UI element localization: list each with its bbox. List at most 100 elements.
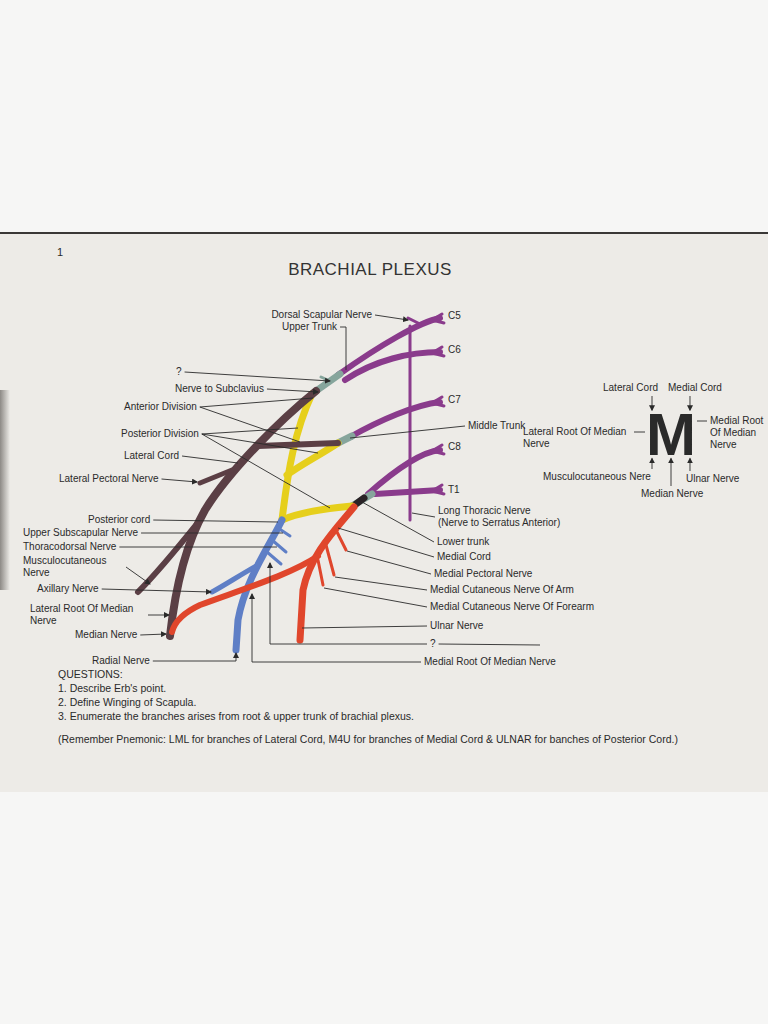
leader-line [200, 407, 300, 442]
mnemonic-label: Medial Cord [668, 382, 722, 394]
musculocutaneous-nerve [138, 520, 200, 592]
leader-line [200, 398, 313, 407]
question-mark: ? [430, 638, 436, 650]
leader-line [302, 626, 427, 628]
trunks [316, 374, 372, 506]
root-label: C8 [448, 441, 461, 453]
medial-root-median [172, 556, 318, 632]
leader-line [324, 588, 427, 607]
trunk-label: Upper Trunk [282, 321, 337, 333]
leader-line [267, 389, 318, 392]
nerve-label: Medial Root Of Median Nerve [424, 656, 556, 668]
nerve-label: Median Nerve [75, 629, 137, 641]
division-label: Anterior Division [124, 401, 197, 413]
leader-line [252, 594, 421, 662]
leader-line [126, 567, 150, 584]
question-text: 2. Define Winging of Scapula. [58, 696, 196, 708]
leader-line [340, 327, 346, 370]
mnemonic-arrow [634, 432, 645, 433]
leader-line [162, 479, 198, 482]
posterior-division-middle [287, 443, 338, 475]
medial-cord-group [172, 507, 354, 640]
leader-line [335, 577, 427, 590]
page-number: 1 [57, 246, 63, 258]
nerve-label: Radial Nerve [92, 655, 150, 667]
leader-line [202, 434, 318, 453]
leader-line [347, 551, 431, 574]
question-mark: ? [176, 366, 182, 378]
leader-line [202, 428, 298, 434]
root-c8 [368, 450, 440, 494]
trunk-label: Lower trunk [437, 536, 489, 548]
trunk-label: Middle Trunk [468, 420, 525, 432]
cord-label: Lateral Cord [124, 450, 179, 462]
leader-line [185, 372, 330, 381]
nerve-label: Musculocutaneous Nerve [23, 555, 123, 579]
mnemonic-label: Ulnar Nerve [686, 473, 739, 485]
roots [338, 318, 440, 494]
leader-line [153, 653, 236, 661]
leader-line [148, 615, 169, 616]
root-rami-stubs [432, 314, 444, 494]
leader-line [182, 456, 238, 463]
cord-label: Posterior cord [88, 514, 150, 526]
dorsal-scapular-nerve [408, 318, 420, 324]
mnemonic-label: Medial Root Of Median Nerve [710, 415, 768, 451]
nerve-label: Medial Pectoral Nerve [434, 568, 532, 580]
mnemonic-label: Musculocutaneous Nere [543, 471, 651, 483]
nerve-label: Dorsal Scapular Nerve [271, 309, 372, 321]
leader-line [439, 644, 540, 645]
leader-line [350, 426, 465, 438]
leader-line [375, 315, 408, 320]
medial-cord-branches [318, 530, 346, 585]
leader-line [119, 547, 277, 548]
nerve-label: Axillary Nerve [37, 583, 99, 595]
upper-trunk [316, 374, 340, 391]
question-text: 1. Describe Erb's point. [58, 682, 166, 694]
nerve-label: Nerve to Subclavius [175, 383, 264, 395]
title: BRACHIAL PLEXUS [288, 260, 452, 280]
leader-line [140, 634, 166, 635]
mnemonic-note: (Remember Pnemonic: LML for branches of … [58, 733, 758, 745]
leader-line [202, 434, 330, 508]
nerve-label: Upper Subscapular Nerve [23, 527, 138, 539]
cord-label: Medial Cord [437, 551, 491, 563]
lateral-pectoral-nerve [200, 470, 232, 483]
nerve-label: Medial Cutaneous Nerve Of Arm [430, 584, 574, 596]
page-shadow [0, 390, 10, 590]
root-c7 [350, 402, 440, 437]
mnemonic-arrow [697, 421, 707, 422]
leader-line [270, 563, 427, 644]
leader-line [362, 502, 434, 542]
medial-cord [300, 507, 354, 640]
root-rami [408, 314, 444, 494]
lateral-cord-group [138, 391, 338, 636]
mnemonic-letter: M [646, 405, 696, 465]
leader-line [412, 513, 435, 517]
root-label: T1 [448, 484, 460, 496]
nerve-label: Thoracodorsal Nerve [23, 541, 116, 553]
mnemonic-label: Lateral Root Of Median Nerve [523, 426, 631, 450]
division-label: Posterior Division [121, 428, 199, 440]
lower-trunk-junction [356, 498, 364, 504]
questions-heading: QUESTIONS: [58, 668, 123, 680]
leader-line [153, 520, 278, 522]
leader-line [141, 533, 283, 534]
nerve-label: Ulnar Nerve [430, 620, 483, 632]
question-text: 3. Enumerate the branches arises from ro… [58, 710, 414, 722]
root-label: C7 [448, 394, 461, 406]
root-t1 [375, 490, 440, 494]
root-label: C6 [448, 344, 461, 356]
leader-line [102, 589, 211, 592]
root-c5 [338, 318, 440, 375]
mnemonic-label: Lateral Cord [603, 382, 658, 394]
root-label: C5 [448, 310, 461, 322]
root-c6 [345, 352, 440, 380]
nerve-label: Lateral Pectoral Nerve [59, 473, 159, 485]
nerve-label: Long Thoracic Nerve (Nerve to Serratus A… [438, 505, 563, 529]
mnemonic-label: Median Nerve [641, 488, 703, 500]
nerve-label: Medial Cutaneous Nerve Of Forearm [430, 601, 594, 613]
